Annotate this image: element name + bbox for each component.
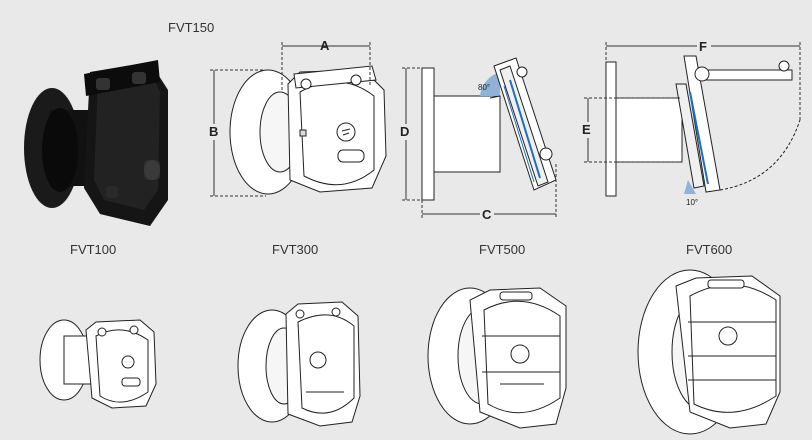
side-view-cd	[421, 57, 557, 201]
label-fvt100: FVT100	[70, 242, 117, 257]
angle-label-open: 80°	[478, 83, 490, 92]
label-fvt150: FVT150	[168, 20, 215, 35]
angle-label-tilt: 10°	[686, 198, 698, 207]
fvt150-drawing	[229, 65, 387, 195]
dim-label-a: A	[320, 38, 330, 53]
fvt100-drawing	[39, 319, 157, 409]
dim-label-c: C	[482, 207, 492, 222]
fvt150-photo	[24, 60, 168, 226]
dim-label-b: B	[209, 124, 218, 139]
side-view-ef	[605, 55, 801, 197]
fvt500-drawing	[427, 287, 567, 429]
label-fvt600: FVT600	[686, 242, 733, 257]
dim-label-f: F	[699, 39, 707, 54]
fvt600-drawing	[637, 269, 781, 435]
dim-a	[281, 42, 371, 90]
label-fvt300: FVT300	[272, 242, 319, 257]
fvt300-drawing	[237, 301, 361, 427]
dim-label-d: D	[400, 124, 409, 139]
label-fvt500: FVT500	[479, 242, 526, 257]
dim-label-e: E	[582, 122, 591, 137]
